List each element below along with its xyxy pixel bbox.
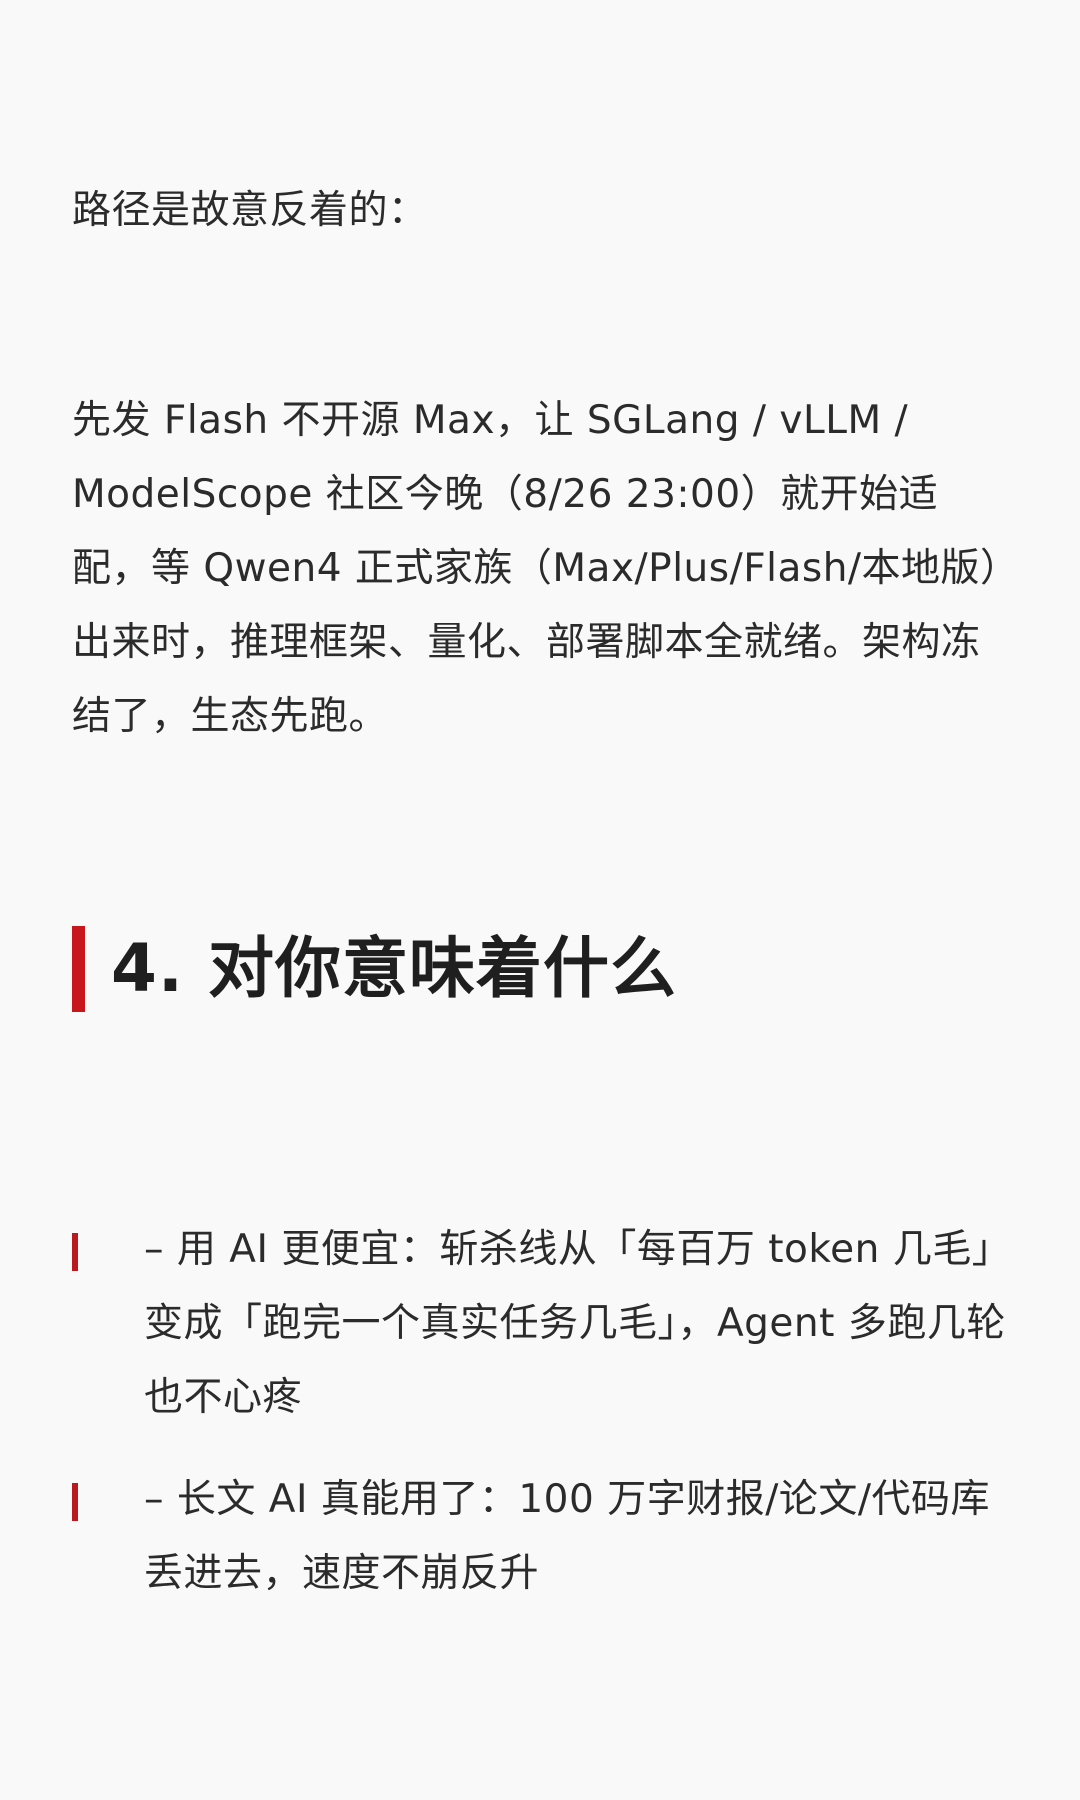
list-item-text: – 长文 AI 真能用了：100 万字财报/论文/代码库丢进去，速度不崩反升: [144, 1477, 990, 1596]
release-strategy-paragraph: 先发 Flash 不开源 Max，让 SGLang / vLLM / Model…: [72, 398, 1001, 739]
bullet-marker-icon: [72, 1233, 78, 1271]
section-heading: 4. 对你意味着什么: [72, 926, 677, 1012]
section-title: 4. 对你意味着什么: [111, 930, 677, 1007]
intro-paragraph: 路径是故意反着的：: [72, 188, 428, 233]
section-accent-bar: [72, 926, 85, 1012]
list-item-text: – 用 AI 更便宜：斩杀线从「每百万 token 几毛」变成「跑完一个真实任务…: [144, 1227, 1006, 1420]
bullet-marker-icon: [72, 1483, 78, 1521]
